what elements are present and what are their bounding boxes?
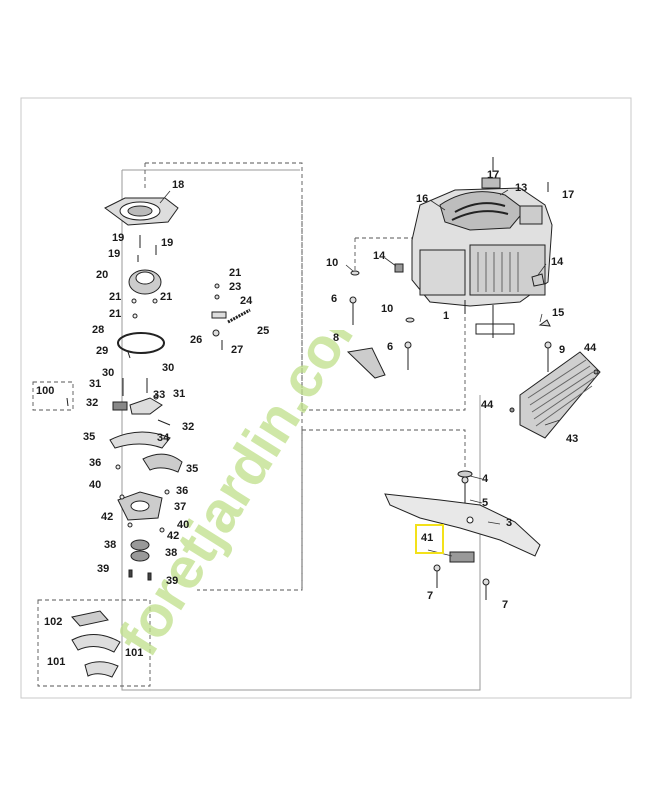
callout-40: 40: [89, 479, 102, 491]
callout-44: 44: [584, 342, 597, 354]
callout-44: 44: [481, 399, 494, 411]
callout-7: 7: [502, 599, 509, 611]
callout-34: 34: [157, 432, 170, 444]
callout-17: 17: [487, 169, 500, 181]
callout-31: 31: [89, 378, 102, 390]
callout-15: 15: [552, 307, 565, 319]
callout-6: 6: [387, 341, 394, 353]
callout-16: 16: [416, 193, 429, 205]
callout-31: 31: [173, 388, 186, 400]
callout-21: 21: [160, 291, 173, 303]
callout-41: 41: [421, 532, 434, 544]
callout-10: 10: [326, 257, 339, 269]
callout-38: 38: [104, 539, 117, 551]
outer-frame: [20, 97, 632, 699]
callout-36: 36: [176, 485, 189, 497]
dashed-boxes: [32, 162, 466, 687]
callout-40: 40: [177, 519, 190, 531]
engine: [394, 157, 553, 338]
callout-13: 13: [515, 182, 528, 194]
callout-6: 6: [331, 293, 338, 305]
callout-30: 30: [162, 362, 175, 374]
callout-14: 14: [551, 256, 564, 268]
callout-19: 19: [108, 248, 121, 260]
callout-39: 39: [97, 563, 110, 575]
callout-25: 25: [257, 325, 270, 337]
callout-36: 36: [89, 457, 102, 469]
callout-19: 19: [161, 237, 174, 249]
callout-7: 7: [427, 590, 434, 602]
callout-33: 33: [153, 389, 166, 401]
callout-28: 28: [92, 324, 105, 336]
callout-42: 42: [101, 511, 114, 523]
callout-24: 24: [240, 295, 253, 307]
callout-38: 38: [165, 547, 178, 559]
callout-5: 5: [482, 497, 489, 509]
highlight-box-41: [415, 524, 444, 554]
callout-35: 35: [83, 431, 96, 443]
callout-1: 1: [443, 310, 450, 322]
left-parts: [66, 197, 183, 678]
grille-43: [509, 351, 601, 439]
callout-101: 101: [47, 656, 66, 668]
leader-lines: [159, 189, 561, 557]
callout-17: 17: [562, 189, 575, 201]
callout-9: 9: [559, 344, 566, 356]
callout-32: 32: [182, 421, 195, 433]
callout-3: 3: [506, 517, 513, 529]
callout-39: 39: [166, 575, 179, 587]
callout-30: 30: [102, 367, 115, 379]
callout-100: 100: [36, 385, 55, 397]
callout-21: 21: [229, 267, 242, 279]
callout-18: 18: [172, 179, 185, 191]
callout-10: 10: [381, 303, 394, 315]
callout-20: 20: [96, 269, 109, 281]
callout-26: 26: [190, 334, 203, 346]
callout-43: 43: [566, 433, 579, 445]
callout-14: 14: [373, 250, 386, 262]
callout-101: 101: [125, 647, 144, 659]
blade-assembly: [384, 470, 541, 600]
callout-8: 8: [333, 332, 340, 344]
callout-32: 32: [86, 397, 99, 409]
callout-4: 4: [482, 473, 489, 485]
spring-assembly: [211, 283, 251, 350]
callout-102: 102: [44, 616, 63, 628]
callout-37: 37: [174, 501, 187, 513]
callout-23: 23: [229, 281, 242, 293]
callout-29: 29: [96, 345, 109, 357]
callout-42: 42: [167, 530, 180, 542]
callout-21: 21: [109, 291, 122, 303]
callout-35: 35: [186, 463, 199, 475]
callout-27: 27: [231, 344, 244, 356]
callout-19: 19: [112, 232, 125, 244]
inner-frame: [121, 170, 481, 691]
callout-21: 21: [109, 308, 122, 320]
middle-bolts: [346, 270, 552, 379]
